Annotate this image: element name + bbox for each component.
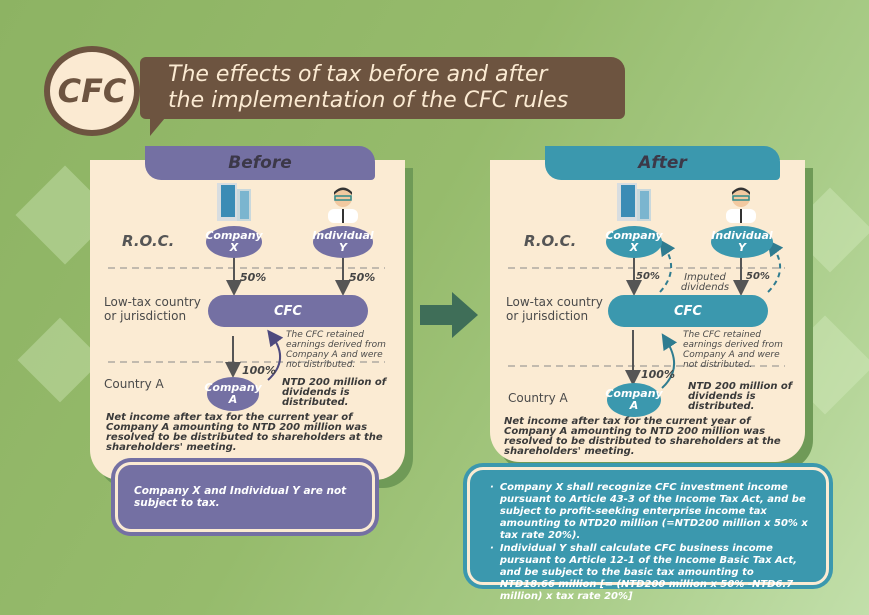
title-line-2: the implementation of the CFC rules	[168, 88, 569, 113]
before-pct-a: 100%	[242, 364, 276, 377]
cfc-badge: CFC	[44, 46, 140, 136]
before-individual-y-node: Individual Y	[312, 226, 374, 258]
before-pct-x: 50%	[240, 271, 267, 284]
person-icon	[328, 187, 358, 223]
after-result-item: · Individual Y shall calculate CFC busine…	[490, 543, 810, 603]
after-result-box: · Company X shall recognize CFC investmen…	[467, 467, 829, 602]
person-icon	[726, 187, 756, 223]
title-line-1: The effects of tax before and after	[168, 62, 548, 87]
before-net-income-note: Net income after tax for the current yea…	[106, 412, 383, 453]
after-pct-x: 50%	[636, 271, 660, 282]
after-net-income-note: Net income after tax for the current yea…	[504, 416, 781, 457]
page-title: The effects of tax before and after the …	[140, 57, 625, 119]
after-retained-note: The CFC retained earnings derived from C…	[683, 330, 783, 370]
after-result-text: Individual Y shall calculate CFC busines…	[499, 543, 797, 602]
before-pct-y: 50%	[349, 271, 376, 284]
before-cfc-node: CFC	[208, 295, 368, 327]
after-company-a-node: Company A	[605, 383, 663, 417]
after-dividends-note: NTD 200 million of dividends is distribu…	[688, 381, 793, 412]
after-imputed-label: Imputed dividends	[680, 272, 730, 293]
before-header: Before	[145, 146, 375, 180]
after-result-text: Company X shall recognize CFC investment…	[499, 482, 808, 541]
after-result-item: · Company X shall recognize CFC investmen…	[490, 482, 810, 542]
after-country-a-label: Country A	[508, 391, 568, 405]
before-country-a-label: Country A	[104, 377, 164, 391]
before-low-tax-label: Low-tax country or jurisdiction	[104, 295, 201, 323]
bullet-icon: ·	[490, 543, 494, 554]
after-pct-y: 50%	[746, 271, 770, 282]
before-company-x-node: Company X	[205, 226, 263, 258]
after-individual-y-node: Individual Y	[711, 226, 773, 258]
after-company-x-node: Company X	[605, 226, 663, 258]
after-roc-label: R.O.C.	[524, 232, 577, 250]
before-retained-note: The CFC retained earnings derived from C…	[286, 330, 386, 370]
after-cfc-node: CFC	[608, 295, 768, 327]
before-dividends-note: NTD 200 million of dividends is distribu…	[282, 377, 387, 408]
building-icon	[217, 183, 251, 221]
after-pct-a: 100%	[641, 368, 675, 381]
after-header: After	[545, 146, 780, 180]
after-low-tax-label: Low-tax country or jurisdiction	[506, 295, 603, 323]
before-roc-label: R.O.C.	[122, 232, 175, 250]
before-result-box: Company X and Individual Y are not subje…	[115, 462, 375, 532]
before-company-a-node: Company A	[204, 377, 262, 411]
building-icon	[617, 183, 651, 221]
bullet-icon: ·	[490, 482, 494, 493]
